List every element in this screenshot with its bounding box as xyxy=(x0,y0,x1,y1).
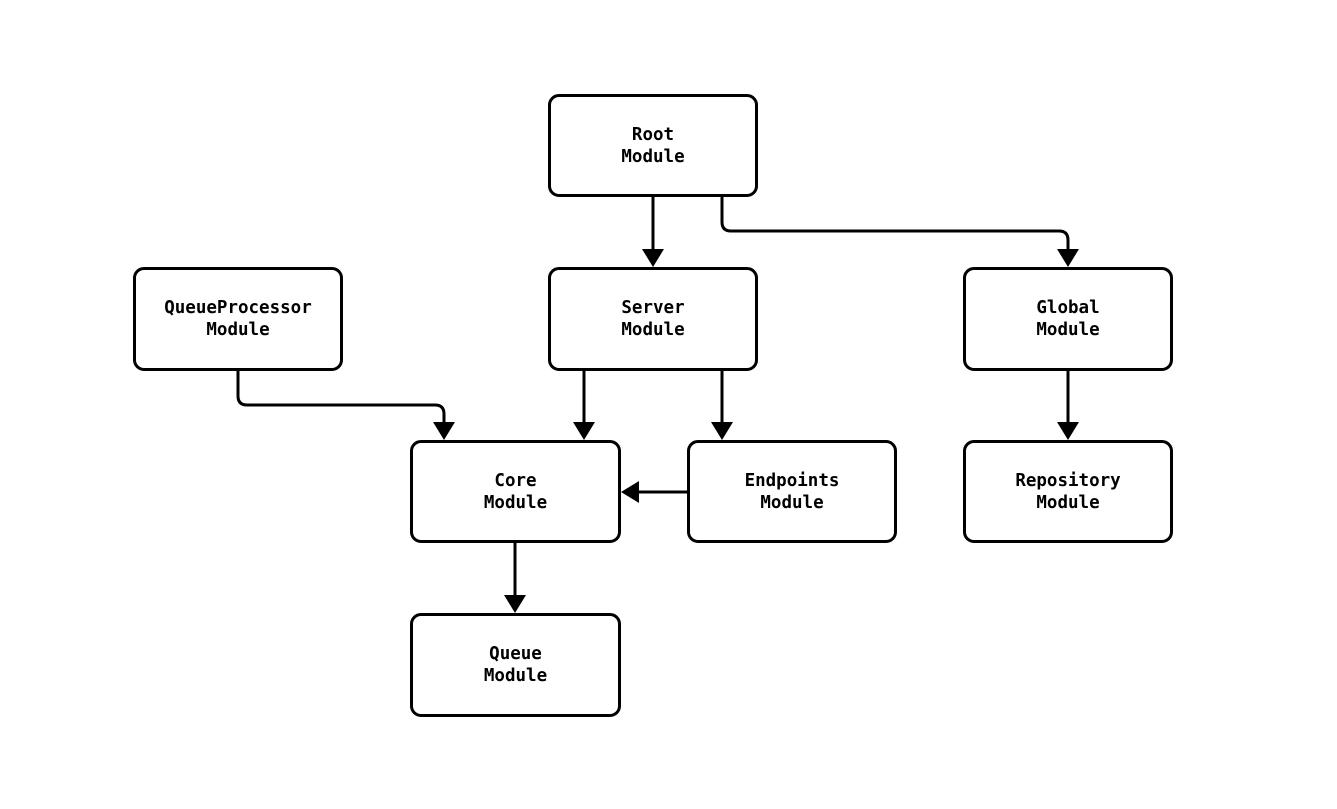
node-root-name: Root xyxy=(631,124,675,145)
node-global-suffix: Module xyxy=(1036,320,1100,340)
node-root-suffix: Module xyxy=(621,146,685,167)
node-queue-name: Queue xyxy=(489,644,542,664)
node-global[interactable]: Global Module xyxy=(963,267,1173,371)
edge-queueprocessor-core xyxy=(236,371,446,422)
arrowhead-server-endpoints xyxy=(711,422,733,440)
node-repository-suffix: Module xyxy=(1036,492,1100,513)
node-global-name: Global xyxy=(1036,298,1100,318)
node-endpoints-suffix: Module xyxy=(760,492,824,513)
node-server-name: Server xyxy=(621,298,685,318)
edge-root-global xyxy=(720,197,1070,249)
arrowhead-endpoints-core xyxy=(621,481,639,503)
node-endpoints-name: Endpoints xyxy=(744,470,840,491)
node-queue[interactable]: Queue Module xyxy=(410,613,621,717)
node-core[interactable]: Core Module xyxy=(410,440,621,543)
node-core-name: Core xyxy=(494,470,537,491)
node-repository-name: Repository xyxy=(1015,470,1121,491)
node-queueprocessor[interactable]: QueueProcessor Module xyxy=(133,267,343,371)
node-core-suffix: Module xyxy=(483,492,548,513)
node-queueprocessor-suffix: Module xyxy=(206,320,270,340)
arrowhead-root-server xyxy=(642,249,664,267)
arrowhead-server-core xyxy=(573,422,595,440)
node-server[interactable]: Server Module xyxy=(548,267,758,371)
arrowhead-global-repository xyxy=(1057,422,1079,440)
node-repository[interactable]: Repository Module xyxy=(963,440,1173,543)
arrowhead-queueprocessor-core xyxy=(433,422,455,440)
node-queue-suffix: Module xyxy=(483,666,548,686)
arrowhead-root-global xyxy=(1057,249,1079,267)
arrowhead-core-queue xyxy=(504,595,526,613)
node-server-suffix: Module xyxy=(621,320,685,340)
node-root[interactable]: Root Module xyxy=(548,94,758,197)
node-endpoints[interactable]: Endpoints Module xyxy=(687,440,897,543)
node-queueprocessor-name: QueueProcessor xyxy=(164,298,312,318)
